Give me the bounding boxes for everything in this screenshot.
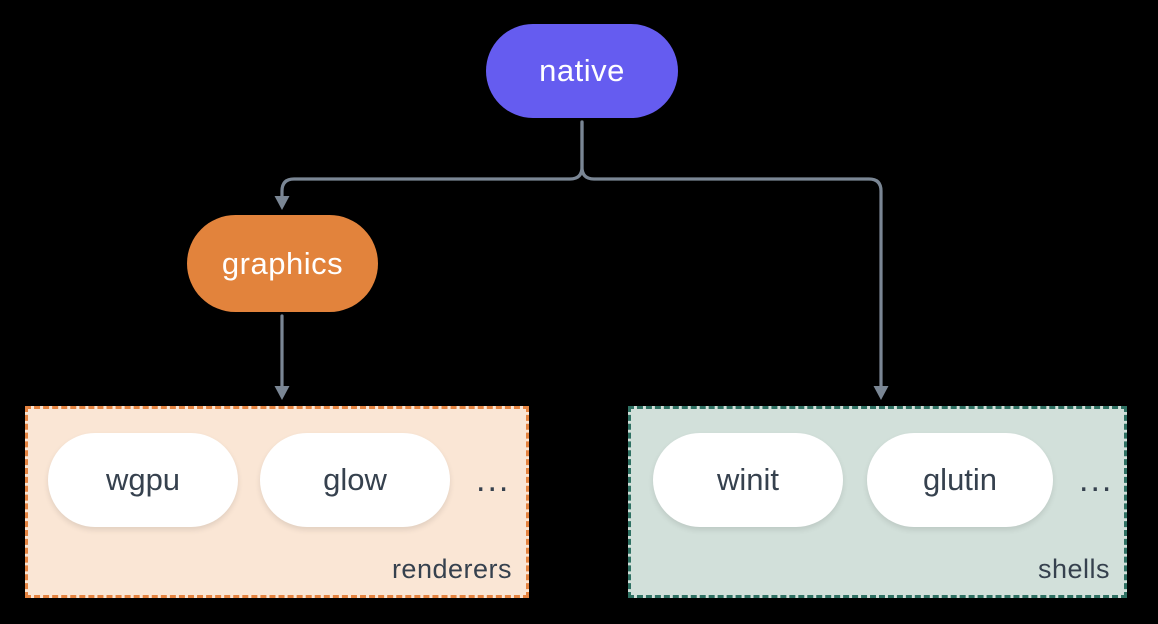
edge-native-graphics <box>280 120 584 199</box>
group-renderers: wgpu glow ... renderers <box>25 406 529 598</box>
node-winit-label: winit <box>716 462 779 497</box>
renderers-ellipsis: ... <box>476 460 511 499</box>
group-shells-label: shells <box>1037 554 1110 584</box>
node-glow: glow <box>260 433 450 527</box>
node-graphics: graphics <box>187 215 378 312</box>
node-glutin-label: glutin <box>922 462 998 497</box>
arrow-down-icon <box>274 386 290 400</box>
node-native-label: native <box>539 53 625 88</box>
node-wgpu: wgpu <box>48 433 238 527</box>
node-glow-label: glow <box>323 462 387 497</box>
node-wgpu-label: wgpu <box>105 462 181 497</box>
node-winit: winit <box>653 433 843 527</box>
group-renderers-label: renderers <box>391 554 512 584</box>
node-native: native <box>486 24 678 118</box>
edge-native-shells <box>580 120 883 389</box>
node-glutin: glutin <box>867 433 1053 527</box>
arrow-down-icon <box>274 196 290 210</box>
group-shells: winit glutin ... shells <box>628 406 1127 598</box>
shells-ellipsis: ... <box>1079 460 1114 499</box>
arrow-down-icon <box>873 386 889 400</box>
node-graphics-label: graphics <box>221 245 344 281</box>
